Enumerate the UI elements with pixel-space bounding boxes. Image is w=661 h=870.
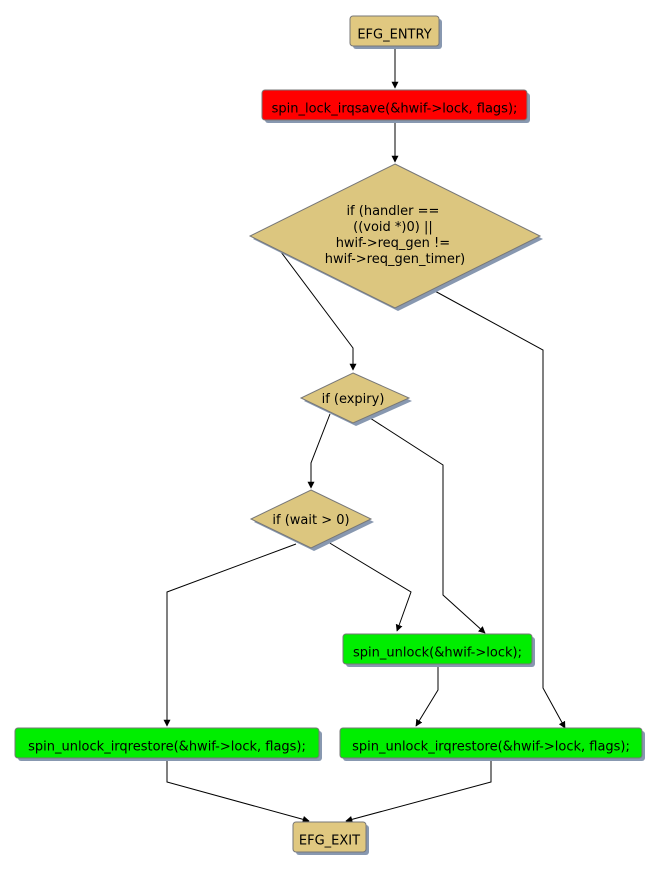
- edge-unlock-to-restore-right: [415, 664, 439, 727]
- decision-handler-label: if (handler == ((void *)0) || hwif->req_…: [325, 204, 466, 267]
- lock-label: spin_lock_irqsave(&hwif->lock, flags);: [272, 102, 518, 117]
- decision-wait-label: if (wait > 0): [272, 513, 349, 528]
- decision-handler-line-3: hwif->req_gen !=: [336, 236, 450, 251]
- exit-label: EFG_EXIT: [299, 834, 360, 849]
- entry-node: EFG_ENTRY: [349, 15, 442, 49]
- edge-wait-to-restore-left: [163, 543, 297, 727]
- edge-restore-right-to-exit: [345, 758, 492, 823]
- edge-restore-left-to-exit: [166, 758, 310, 823]
- restore-left-label: spin_unlock_irqrestore(&hwif->lock, flag…: [28, 740, 306, 755]
- decision-expiry-label: if (expiry): [322, 392, 385, 407]
- edge-expiry-to-wait: [307, 413, 331, 489]
- lock-node: spin_lock_irqsave(&hwif->lock, flags);: [261, 89, 530, 123]
- restore-left-node: spin_unlock_irqrestore(&hwif->lock, flag…: [14, 727, 322, 761]
- decision-handler: if (handler == ((void *)0) || hwif->req_…: [248, 163, 543, 311]
- edge-handler-to-restore-right: [432, 289, 566, 729]
- unlock-label: spin_unlock(&hwif->lock);: [353, 646, 522, 661]
- entry-label: EFG_ENTRY: [357, 28, 431, 43]
- decision-expiry: if (expiry): [299, 372, 412, 426]
- edges: [163, 46, 566, 823]
- edge-wait-to-unlock: [327, 541, 412, 632]
- decision-handler-line-2: ((void *)0) ||: [353, 220, 433, 235]
- unlock-node: spin_unlock(&hwif->lock);: [342, 633, 535, 667]
- decision-handler-line-1: if (handler ==: [346, 204, 439, 219]
- exit-node: EFG_EXIT: [292, 821, 369, 855]
- restore-right-node: spin_unlock_irqrestore(&hwif->lock, flag…: [339, 727, 645, 761]
- edge-expiry-to-unlock: [369, 417, 486, 634]
- edge-handler-to-expiry: [277, 247, 357, 371]
- decision-handler-line-4: hwif->req_gen_timer): [325, 252, 466, 267]
- restore-right-label: spin_unlock_irqrestore(&hwif->lock, flag…: [352, 740, 630, 755]
- decision-wait: if (wait > 0): [249, 489, 374, 551]
